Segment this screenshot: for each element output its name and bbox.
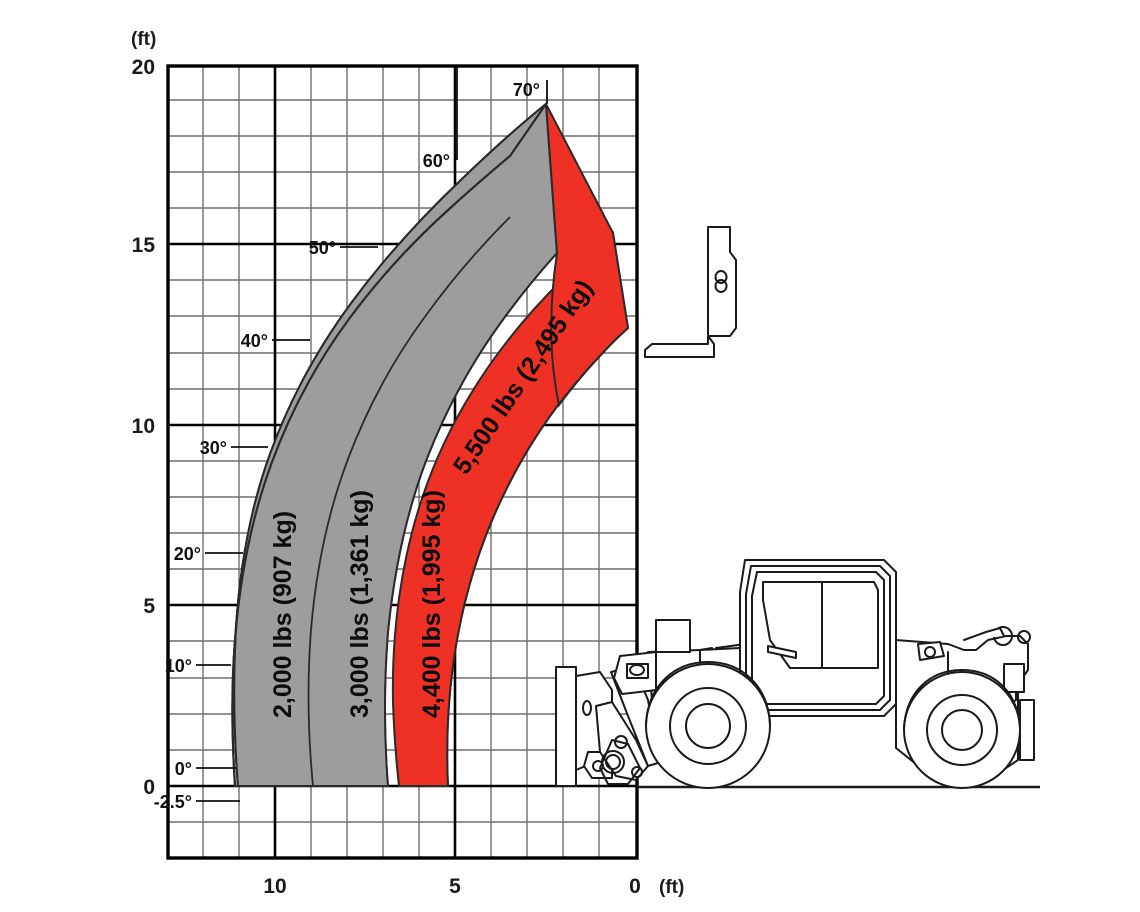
angle-label--2.5: -2.5° bbox=[154, 792, 192, 812]
angle-label-70: 70° bbox=[513, 80, 540, 100]
x-tick-0: 0 bbox=[629, 875, 641, 898]
y-tick-20: 20 bbox=[132, 56, 155, 79]
angle-label-30: 30° bbox=[200, 438, 227, 458]
x-tick-5: 5 bbox=[449, 875, 461, 898]
angle-label-50: 50° bbox=[309, 238, 336, 258]
y-tick-10: 10 bbox=[132, 415, 155, 438]
zone-label-2000: 2,000 lbs (907 kg) bbox=[269, 511, 297, 718]
angle-leader-lines bbox=[196, 66, 548, 802]
grid-frame bbox=[166, 64, 639, 860]
telehandler-illustration bbox=[555, 559, 1035, 789]
y-axis-unit: (ft) bbox=[131, 29, 156, 50]
axis-labels: (ft) 20 15 10 5 0 10 5 0 (ft) bbox=[131, 29, 684, 898]
angle-label-10: 10° bbox=[165, 656, 192, 676]
raised-fork-carriage bbox=[644, 226, 737, 358]
y-tick-15: 15 bbox=[132, 234, 156, 257]
x-tick-10: 10 bbox=[263, 875, 286, 898]
x-axis-unit: (ft) bbox=[659, 877, 684, 898]
angle-label-0: 0° bbox=[175, 759, 192, 779]
boom-angle-annotations: -2.5° 0° 10° 20° 30° 40° 50° 60° 70° bbox=[154, 66, 548, 812]
angle-label-20: 20° bbox=[174, 544, 201, 564]
angle-label-60: 60° bbox=[423, 151, 450, 171]
zone-label-4400: 4,400 lbs (1,995 kg) bbox=[418, 490, 446, 718]
zone-dividers bbox=[307, 216, 629, 787]
zones-outer-outline bbox=[231, 103, 547, 787]
y-tick-5: 5 bbox=[143, 595, 155, 618]
y-tick-0: 0 bbox=[143, 776, 155, 799]
zone-label-3000: 3,000 lbs (1,361 kg) bbox=[346, 490, 374, 718]
capacity-zones bbox=[231, 101, 630, 787]
angle-label-40: 40° bbox=[241, 331, 268, 351]
